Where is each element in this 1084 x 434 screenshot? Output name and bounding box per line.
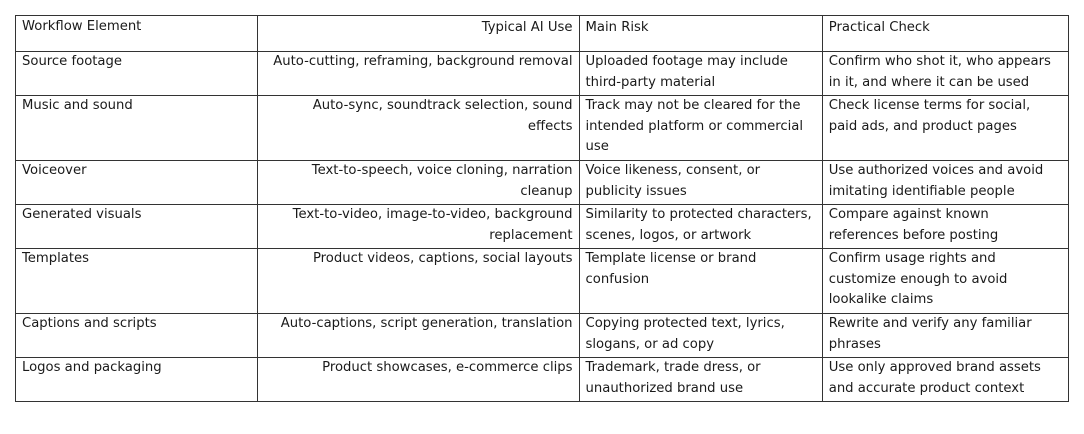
main-risk-cell: Template license or brand confusion xyxy=(578,248,823,314)
main-risk-cell: Similarity to protected characters, scen… xyxy=(578,204,823,249)
workflow-element-cell: Music and sound xyxy=(14,95,259,161)
table-row: Source footage Auto-cutting, reframing, … xyxy=(14,51,1070,96)
table-row: Music and sound Auto-sync, soundtrack se… xyxy=(14,95,1070,161)
typical-ai-use-cell: Text-to-speech, voice cloning, narration… xyxy=(257,160,580,205)
main-risk-cell: Copying protected text, lyrics, slogans,… xyxy=(578,313,823,358)
workflow-risk-table: Workflow Element Typical AI Use Main Ris… xyxy=(14,15,1070,402)
workflow-element-cell: Generated visuals xyxy=(14,204,259,249)
typical-ai-use-cell: Auto-captions, script generation, transl… xyxy=(257,313,580,358)
header-main-risk: Main Risk xyxy=(578,15,823,52)
table-row: Logos and packaging Product showcases, e… xyxy=(14,357,1070,402)
header-typical-ai-use: Typical AI Use xyxy=(257,15,580,52)
practical-check-cell: Confirm who shot it, who appears in it, … xyxy=(821,51,1070,96)
main-risk-cell: Trademark, trade dress, or unauthorized … xyxy=(578,357,823,402)
table-header-row: Workflow Element Typical AI Use Main Ris… xyxy=(14,15,1070,52)
practical-check-cell: Check license terms for social, paid ads… xyxy=(821,95,1070,161)
table-row: Generated visuals Text-to-video, image-t… xyxy=(14,204,1070,249)
main-risk-cell: Track may not be cleared for the intende… xyxy=(578,95,823,161)
header-practical-check: Practical Check xyxy=(821,15,1070,52)
typical-ai-use-cell: Text-to-video, image-to-video, backgroun… xyxy=(257,204,580,249)
header-workflow-element: Workflow Element xyxy=(14,15,259,52)
practical-check-cell: Compare against known references before … xyxy=(821,204,1070,249)
table-row: Voiceover Text-to-speech, voice cloning,… xyxy=(14,160,1070,205)
workflow-element-cell: Source footage xyxy=(14,51,259,96)
workflow-element-cell: Templates xyxy=(14,248,259,314)
main-risk-cell: Voice likeness, consent, or publicity is… xyxy=(578,160,823,205)
typical-ai-use-cell: Product videos, captions, social layouts xyxy=(257,248,580,314)
main-risk-cell: Uploaded footage may include third-party… xyxy=(578,51,823,96)
table-row: Captions and scripts Auto-captions, scri… xyxy=(14,313,1070,358)
workflow-element-cell: Voiceover xyxy=(14,160,259,205)
practical-check-cell: Use only approved brand assets and accur… xyxy=(821,357,1070,402)
practical-check-cell: Use authorized voices and avoid imitatin… xyxy=(821,160,1070,205)
table-row: Templates Product videos, captions, soci… xyxy=(14,248,1070,314)
workflow-element-cell: Logos and packaging xyxy=(14,357,259,402)
workflow-element-cell: Captions and scripts xyxy=(14,313,259,358)
practical-check-cell: Rewrite and verify any familiar phrases xyxy=(821,313,1070,358)
typical-ai-use-cell: Auto-sync, soundtrack selection, sound e… xyxy=(257,95,580,161)
typical-ai-use-cell: Product showcases, e-commerce clips xyxy=(257,357,580,402)
typical-ai-use-cell: Auto-cutting, reframing, background remo… xyxy=(257,51,580,96)
practical-check-cell: Confirm usage rights and customize enoug… xyxy=(821,248,1070,314)
